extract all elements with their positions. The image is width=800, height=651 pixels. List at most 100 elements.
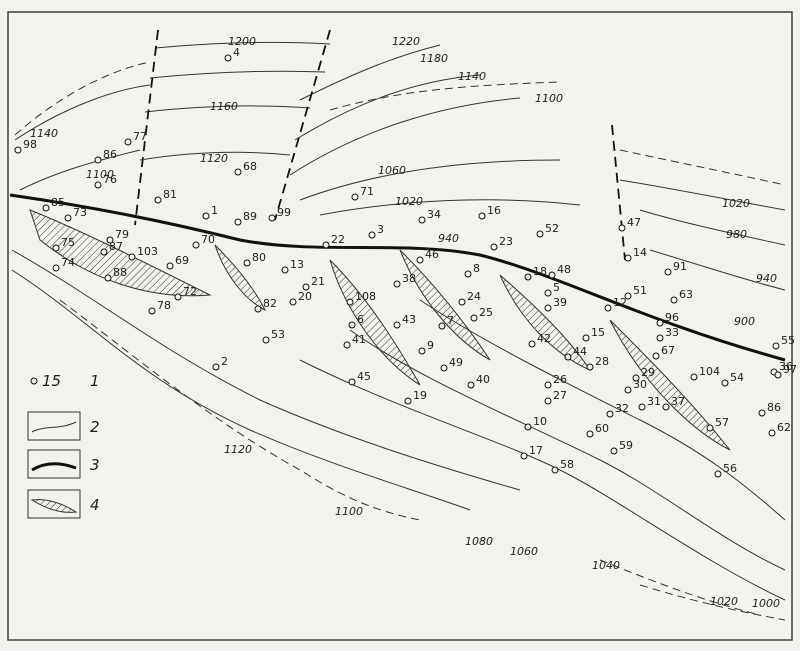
contour-line [619,179,786,211]
well-number: 38 [402,272,416,285]
well-number: 59 [619,439,633,452]
vertical-faults [134,29,626,261]
well: 77 [124,130,147,146]
well-marker-icon [174,293,182,301]
contour-label: 1060 [378,164,406,177]
well-number: 88 [113,266,127,279]
well-number: 28 [595,355,609,368]
well-number: 85 [51,196,65,209]
contour-line-dashed [59,299,421,521]
legend-item-1: 15 1 [30,372,100,390]
well-number: 37 [671,395,685,408]
well: 36 [770,360,793,376]
well-marker-icon [94,156,102,164]
well: 108 [346,290,376,306]
well: 49 [440,356,463,372]
well-marker-icon [544,397,552,405]
hatched-zone [399,249,491,361]
well-number: 23 [499,235,513,248]
well: 57 [706,416,729,432]
well: 7 [438,314,454,330]
well-number: 21 [311,275,325,288]
well: 9 [418,339,434,355]
well-marker-icon [404,397,412,405]
well-marker-icon [772,342,780,350]
well-marker-icon [268,214,276,222]
well-marker-icon [582,334,590,342]
well-marker-icon [106,236,114,244]
well: 59 [610,439,633,455]
legend-item-4: 4 [27,489,100,519]
contour-label: 1100 [335,505,363,518]
well-marker-icon [234,168,242,176]
well-number: 39 [553,296,567,309]
well: 41 [343,333,366,349]
well: 8 [464,262,480,278]
legend-number: 4 [90,496,100,514]
well: 20 [289,290,312,306]
well-number: 26 [553,373,567,386]
well-number: 57 [715,416,729,429]
well-marker-icon [14,146,22,154]
well-number: 87 [109,240,123,253]
contour-label: 1200 [228,35,256,48]
well-marker-icon [548,271,556,279]
contour-line-icon [31,421,77,433]
well-number: 89 [243,210,257,223]
contour-label: 1020 [395,195,423,208]
well-marker-icon [346,298,354,306]
well: 34 [418,208,441,224]
well-marker-icon [224,54,232,62]
well: 38 [393,272,416,288]
well: 99 [268,206,291,222]
well-number: 36 [779,360,793,373]
well: 31 [638,395,661,411]
contour-line [299,159,561,201]
well-marker-icon [586,363,594,371]
well: 85 [42,196,65,212]
well: 75 [52,236,75,252]
well: 23 [490,235,513,251]
legend-number: 2 [90,418,100,436]
well-number: 3 [377,223,384,236]
well-number: 80 [252,251,266,264]
well: 14 [624,246,647,262]
well: 56 [714,462,737,478]
well-marker-icon [94,181,102,189]
well-marker-icon [536,230,544,238]
well: 29 [632,366,655,382]
well: 44 [564,345,587,361]
well-number: 4 [233,46,240,59]
well-number: 103 [137,245,158,258]
well: 2 [212,355,228,371]
contour-label: 1120 [224,443,252,456]
well-number: 18 [533,265,547,278]
well-marker-icon [262,336,270,344]
well: 58 [551,458,574,474]
hatched-zone-icon [30,499,78,513]
well: 42 [528,332,551,348]
well-marker-icon [440,364,448,372]
well-marker-icon [544,289,552,297]
well: 39 [544,296,567,312]
well-marker-icon [544,304,552,312]
legend-sample: 15 [42,372,61,390]
well: 47 [618,216,641,232]
well-number: 10 [533,415,547,428]
contour-label: 1120 [200,152,228,165]
well-number: 74 [61,256,75,269]
well-symbol-icon [30,377,38,385]
well-marker-icon [100,248,108,256]
well: 80 [243,251,266,267]
well-number: 60 [595,422,609,435]
well-marker-icon [470,314,478,322]
well-marker-icon [368,231,376,239]
well-marker-icon [343,341,351,349]
well: 97 [774,363,797,379]
well-marker-icon [322,241,330,249]
well-number: 41 [352,333,366,346]
well-number: 78 [157,299,171,312]
legend-number: 3 [90,456,100,474]
